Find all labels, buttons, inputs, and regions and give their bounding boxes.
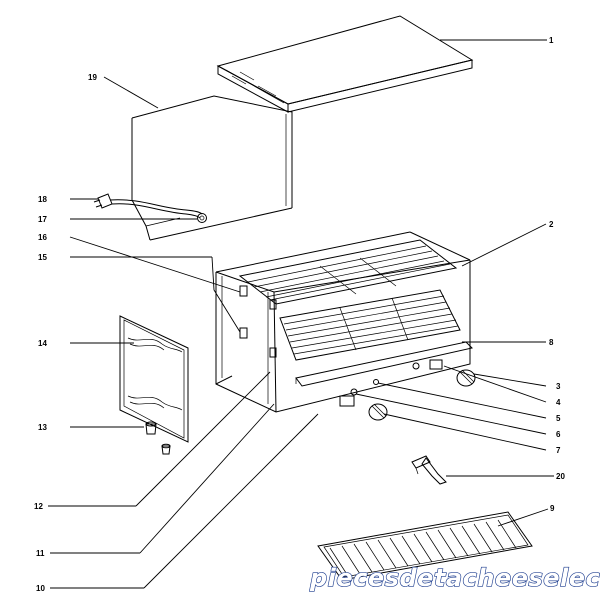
- part-label-5: 5: [556, 414, 561, 423]
- part-labels: 1 2 3 4 5 6 7 8 9 10 11 12 13 14 15 16 1…: [34, 36, 565, 593]
- leader-lines: [48, 39, 554, 589]
- part-label-6: 6: [556, 430, 561, 439]
- part-label-8: 8: [549, 338, 554, 347]
- part-label-1: 1: [549, 36, 554, 45]
- leader-4: [443, 365, 547, 403]
- part-label-3: 3: [556, 382, 561, 391]
- side-panel: [119, 315, 189, 443]
- feet: [145, 421, 171, 455]
- part-label-16: 16: [38, 233, 47, 242]
- oven-body: [215, 231, 471, 413]
- leader-9: [497, 508, 549, 527]
- leader-2: [461, 223, 547, 267]
- top-cover: [216, 15, 474, 113]
- leader-15b: [211, 256, 241, 333]
- power-cord: [93, 193, 203, 219]
- leader-11b: [139, 403, 275, 554]
- part-label-19: 19: [88, 73, 97, 82]
- leader-5: [377, 382, 547, 419]
- part-label-14: 14: [38, 339, 47, 348]
- upper-heating-grid: [238, 239, 458, 305]
- leader-6: [355, 393, 547, 435]
- leader-7: [383, 413, 547, 451]
- leader-12b: [135, 371, 271, 507]
- part-label-4: 4: [556, 398, 561, 407]
- latch-clip: [411, 455, 447, 485]
- part-label-12: 12: [34, 502, 43, 511]
- knob-right: [456, 369, 476, 387]
- side-brackets: [239, 285, 277, 358]
- cord-grommet: [197, 213, 207, 223]
- leader-19: [103, 76, 159, 109]
- control-fittings: [339, 359, 443, 407]
- part-label-15: 15: [38, 253, 47, 262]
- part-label-11: 11: [36, 549, 45, 558]
- crumb-tray: [295, 341, 473, 387]
- part-label-10: 10: [36, 584, 45, 593]
- leader-10b: [143, 413, 319, 589]
- leader-16: [69, 236, 241, 293]
- part-label-13: 13: [38, 423, 47, 432]
- watermark: piecesdetacheeselec.com: [309, 564, 600, 592]
- part-label-9: 9: [550, 504, 555, 513]
- lower-heating-grid: [279, 289, 461, 361]
- outer-casing: [131, 95, 293, 241]
- leader-3: [473, 373, 547, 387]
- part-label-2: 2: [549, 220, 554, 229]
- part-label-20: 20: [556, 472, 565, 481]
- part-label-18: 18: [38, 195, 47, 204]
- knob-left: [368, 403, 388, 421]
- part-label-7: 7: [556, 446, 561, 455]
- part-label-17: 17: [38, 215, 47, 224]
